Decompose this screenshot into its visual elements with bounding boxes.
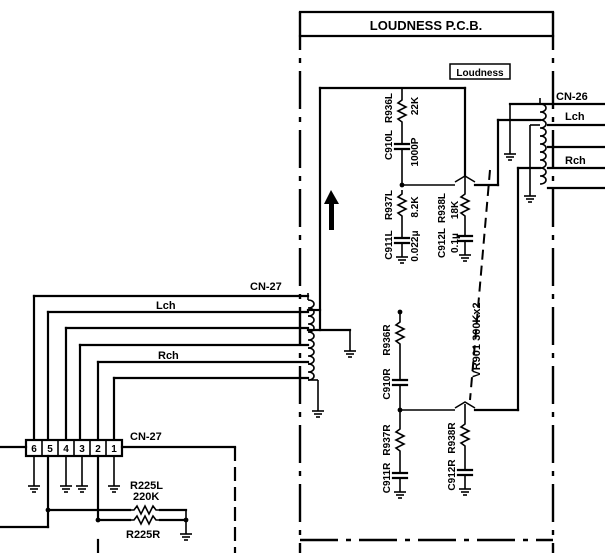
left-channel-network [318, 86, 476, 332]
c910r-ref: C910R [382, 368, 393, 400]
r937l-val: 8.2K [410, 196, 421, 218]
r938l-ref: R938L [437, 193, 448, 223]
gang-link [469, 169, 491, 401]
direction-arrow-icon [324, 190, 339, 230]
cn27-pin-header: 6 5 4 3 2 1 [24, 438, 124, 458]
r937l-ref: R937L [384, 190, 395, 220]
cn27-top-label: CN-27 [250, 281, 282, 293]
pin-3: 3 [79, 444, 85, 455]
vr901-label: VR901 300Kx2 [471, 302, 483, 377]
pin-1: 1 [111, 444, 117, 455]
c911l-val: 0.022μ [410, 230, 421, 261]
rch-left-label: Rch [158, 350, 179, 362]
pin-6: 6 [31, 444, 37, 455]
pin-5: 5 [47, 444, 53, 455]
c910l-val: 1000P [410, 137, 421, 166]
c912r-ref: C912R [447, 459, 458, 491]
lower-left-traces [0, 445, 237, 553]
loudness-label: Loudness [456, 68, 504, 79]
lch-right-label: Lch [565, 111, 585, 123]
pcb-title: LOUDNESS P.C.B. [370, 18, 482, 33]
r936l-ref: R936L [384, 93, 395, 123]
r938r-ref: R938R [447, 422, 458, 454]
r938l-val: 18K [450, 200, 461, 219]
loudness-label-box [449, 63, 511, 80]
lch-left-label: Lch [156, 300, 176, 312]
r225-val: 220K [133, 491, 159, 503]
pin-4: 4 [63, 444, 69, 455]
c911r-ref: C911R [382, 462, 393, 493]
pcb-outline [298, 10, 555, 553]
r225l-ref: R225L [130, 480, 163, 492]
right-channel-network [391, 309, 476, 499]
c912l-ref: C912L [437, 228, 448, 258]
c910l-ref: C910L [384, 130, 395, 160]
pin-2: 2 [95, 444, 101, 455]
cn27-coil-connector [306, 293, 357, 418]
c911l-ref: C911L [384, 230, 395, 259]
rch-right-label: Rch [565, 155, 586, 167]
c912l-val: 0.1μ [450, 233, 461, 253]
left-harness [32, 294, 310, 442]
r936r-ref: R936R [382, 324, 393, 356]
r937r-ref: R937R [382, 424, 393, 456]
cn26-label: CN-26 [556, 91, 588, 103]
cn27-bottom-label: CN-27 [130, 431, 162, 443]
r225r-ref: R225R [126, 529, 160, 541]
cn26-coil-connector [473, 98, 605, 412]
r936l-val: 22K [410, 96, 421, 115]
